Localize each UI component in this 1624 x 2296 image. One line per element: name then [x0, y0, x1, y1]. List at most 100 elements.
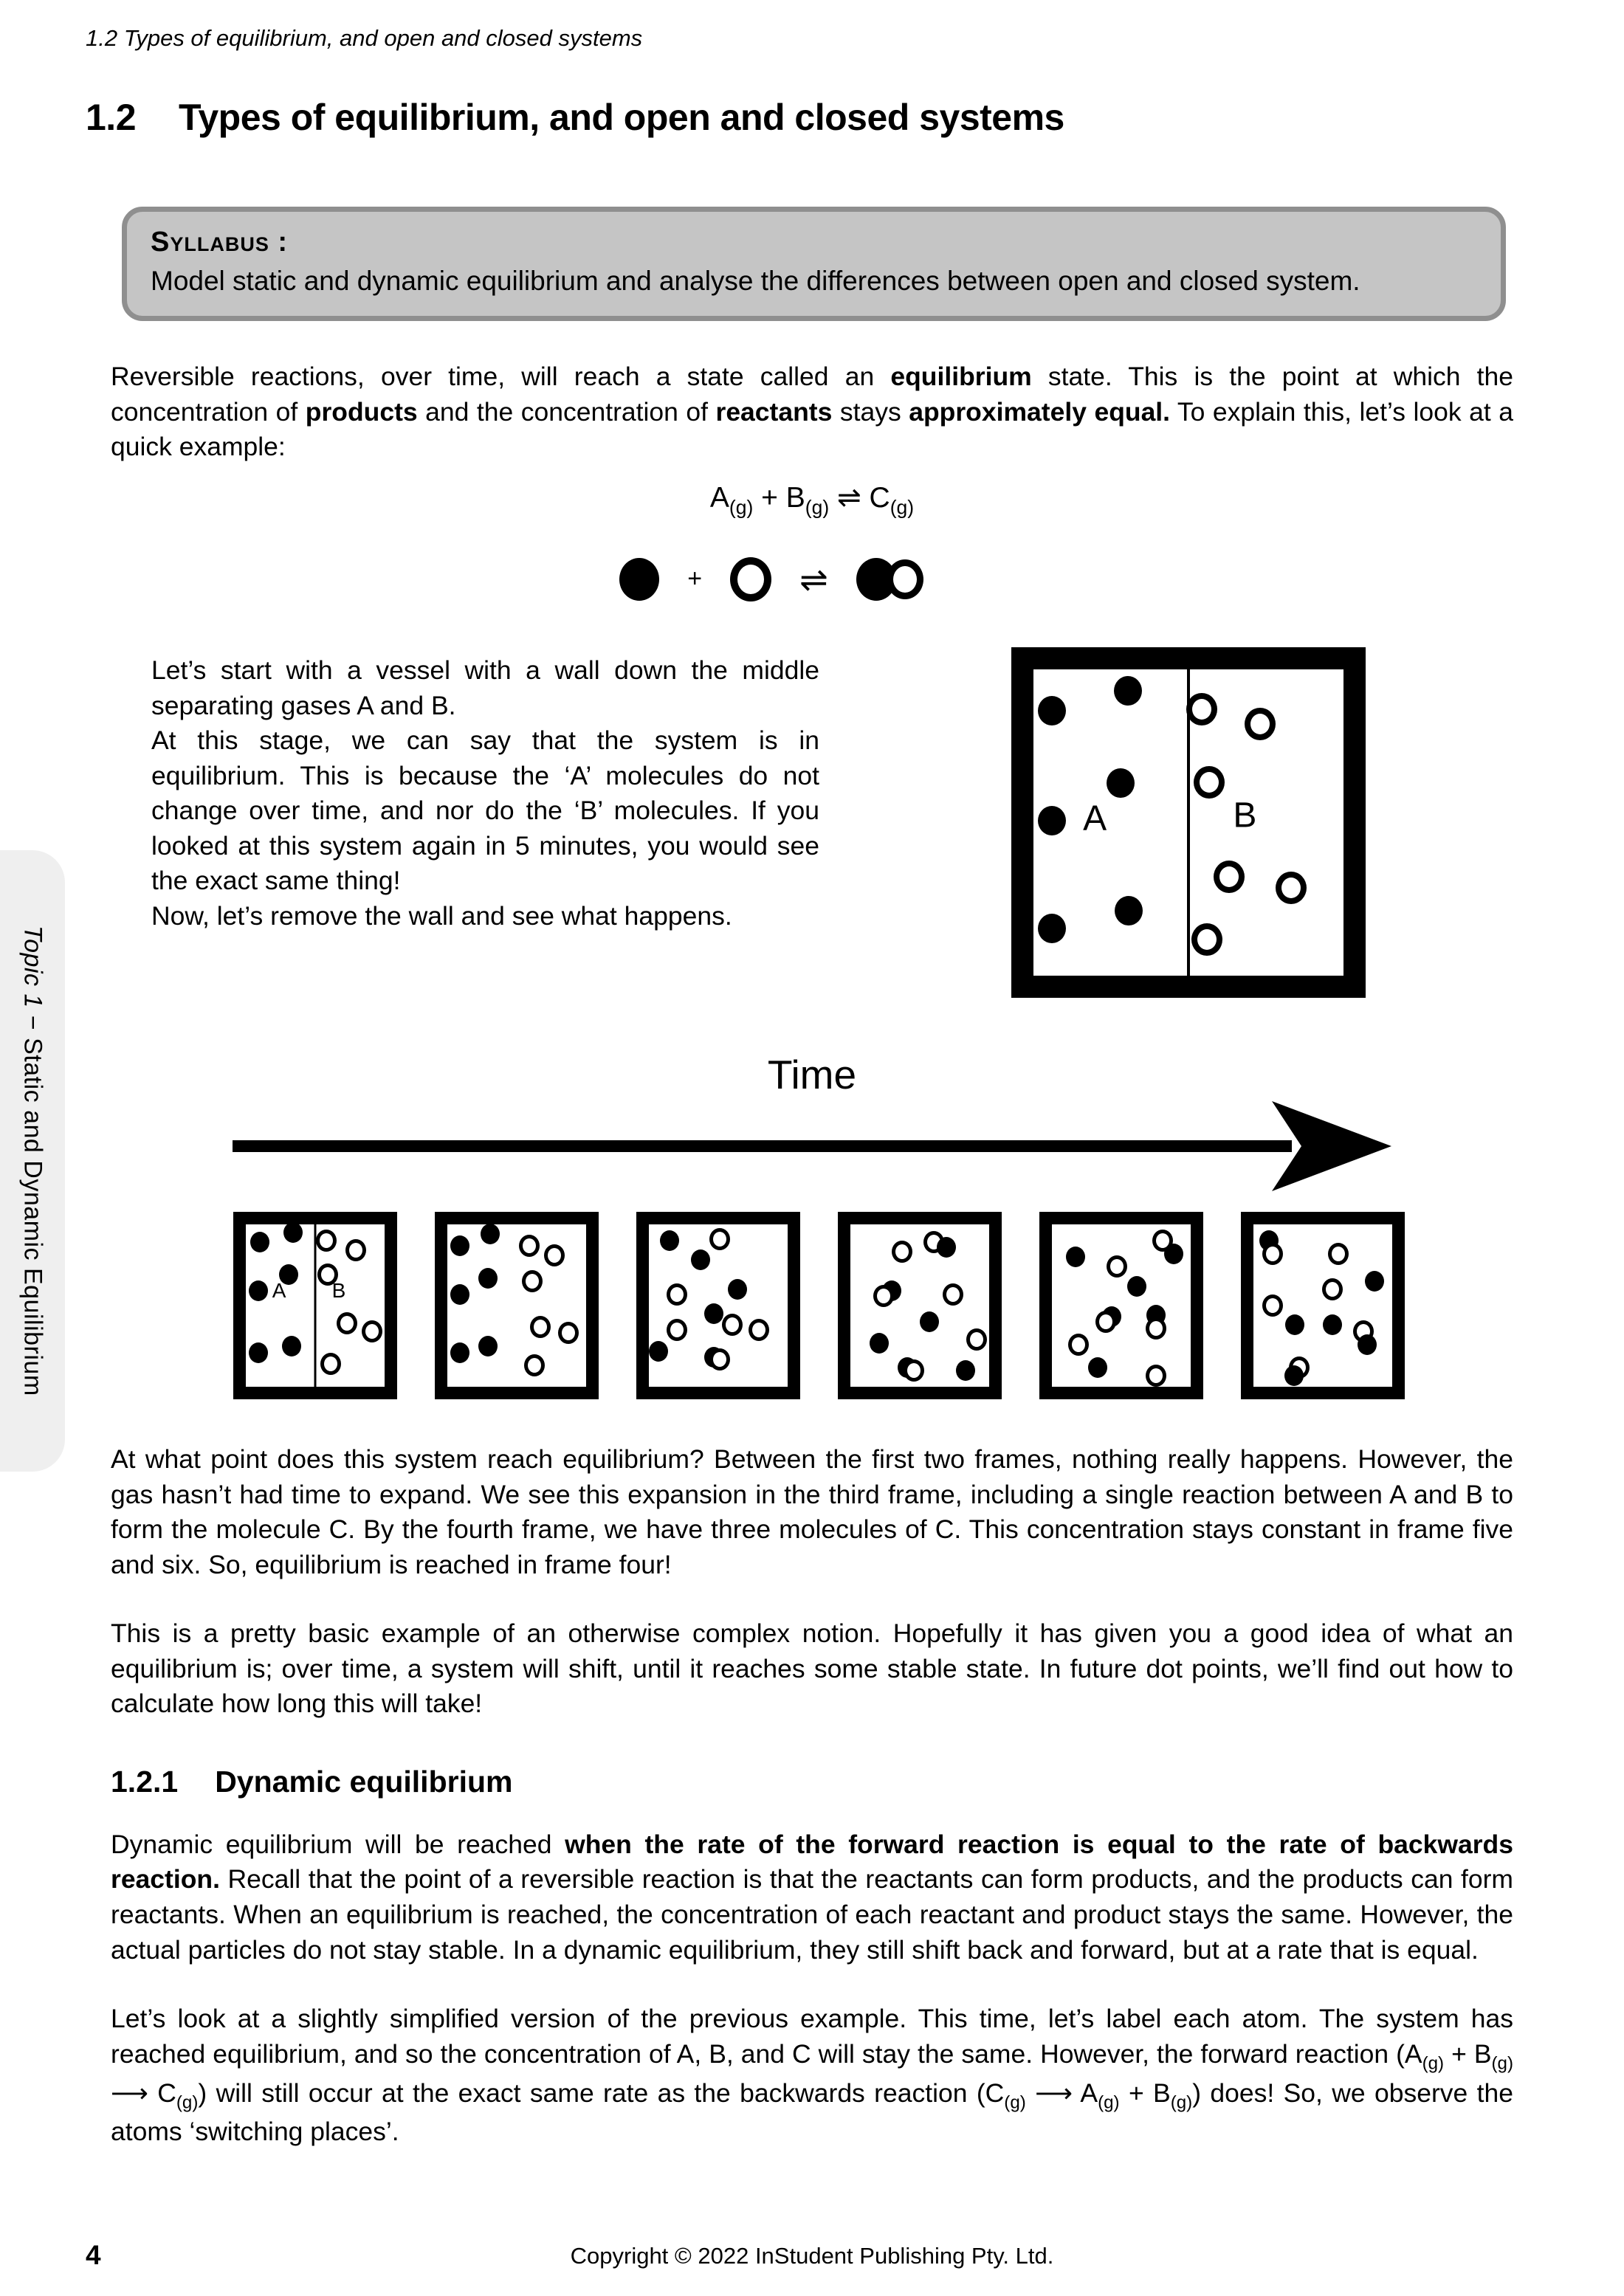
molecule-a-dot	[248, 1280, 268, 1302]
equilibrium-harpoon-icon: ⇌	[799, 559, 828, 599]
molecule-b-dot	[1275, 872, 1307, 905]
molecule-a-dot	[1284, 1365, 1304, 1386]
text-run: Reversible reactions, over time, will re…	[111, 362, 891, 391]
molecule-a-dot	[1113, 675, 1142, 706]
text-run: (g)	[805, 495, 830, 518]
molecule-b-dot	[1322, 1278, 1343, 1300]
molecule-b-dot	[320, 1353, 341, 1376]
molecule-b-dot	[1146, 1317, 1166, 1340]
topic-sidebar-label: Topic 1 − Static and Dynamic Equilibrium	[18, 925, 47, 1396]
molecule-b-dot	[524, 1354, 546, 1377]
subsection-title-text: Dynamic equilibrium	[215, 1764, 513, 1799]
text-run: (g)	[1004, 2092, 1026, 2112]
molecule-a-dot	[1037, 913, 1066, 943]
vessel-interior: A B	[1033, 669, 1343, 976]
text-run: equilibrium	[890, 362, 1032, 391]
molecule-a-dot	[283, 1221, 303, 1243]
text-run: stays	[832, 396, 909, 427]
molecule-a-dot	[481, 1224, 500, 1245]
open-circle-icon	[886, 559, 923, 599]
text-run: +	[753, 481, 786, 514]
open-circle-icon	[730, 556, 772, 601]
time-label: Time	[767, 1051, 857, 1097]
text-run: state. This is the point at which the co…	[111, 362, 1514, 427]
text-run: At what point does this system reach equ…	[111, 1444, 1513, 1579]
molecule-a-dot	[1107, 768, 1135, 798]
text-run: At this stage, we can say that the syste…	[151, 725, 819, 896]
text-run: Let’s look at a slightly simplified vers…	[111, 2004, 1513, 2069]
frame-interior	[1253, 1224, 1392, 1387]
molecule-b-dot	[1327, 1242, 1349, 1265]
text-run: Now, let’s remove the wall and see what …	[151, 900, 732, 931]
text-run: reactants	[715, 396, 833, 427]
molecule-b-dot	[1107, 1255, 1128, 1278]
molecule-a-dot	[728, 1278, 748, 1300]
frame-label-b: B	[331, 1279, 346, 1303]
text-run: (g)	[890, 495, 915, 518]
molecule-b-dot	[1191, 923, 1222, 956]
molecule-a-dot	[1088, 1356, 1108, 1378]
molecule-a-dot	[1164, 1243, 1184, 1264]
molecule-b-dot	[1186, 693, 1217, 726]
molecule-a-dot	[1114, 895, 1143, 925]
text-run: Recall that the point of a reversible re…	[111, 1864, 1513, 1965]
molecule-b-dot	[1213, 861, 1245, 894]
molecule-a-dot	[1037, 696, 1066, 726]
molecule-a-dot	[478, 1335, 498, 1356]
molecule-b-dot	[666, 1283, 687, 1306]
molecule-equation-figure: + ⇌	[0, 556, 1583, 603]
molecule-b-dot	[1245, 708, 1276, 741]
text-run: Dynamic equilibrium will be reached	[111, 1829, 565, 1859]
reaction-equation: A(g) + B(g) ⇌ C(g)	[0, 481, 1624, 519]
molecule-b-dot	[1067, 1333, 1089, 1356]
text-run: To explain this, let’s look at a quick e…	[111, 396, 1513, 462]
frame-interior	[850, 1224, 989, 1387]
equilibrium-frame-3	[636, 1211, 800, 1399]
molecule-b-dot	[721, 1314, 743, 1337]
molecule-b-dot	[943, 1283, 964, 1306]
molecule-b-dot	[337, 1312, 358, 1335]
text-run: Let’s start with a vessel with a wall do…	[151, 655, 819, 720]
text-run: + B	[1444, 2038, 1492, 2069]
vessel-label-b: B	[1233, 796, 1257, 835]
equilibrium-frame-6	[1241, 1211, 1405, 1399]
molecule-b-dot	[1262, 1242, 1284, 1265]
molecule-b-dot	[345, 1239, 366, 1262]
molecule-b-dot	[966, 1328, 988, 1351]
molecule-a-dot	[1358, 1334, 1377, 1355]
molecule-a-dot	[704, 1303, 724, 1324]
text-run: ⟶ C	[111, 2078, 176, 2108]
vessel-paragraph: Now, let’s remove the wall and see what …	[151, 899, 819, 934]
equilibrium-frame-2	[435, 1211, 599, 1399]
molecule-b-dot	[891, 1241, 912, 1264]
molecule-a-dot	[250, 1232, 269, 1253]
text-run: ) will still occur at the exact same rat…	[198, 2078, 1005, 2108]
vessel-label-a: A	[1083, 799, 1107, 838]
molecule-a-dot	[936, 1236, 956, 1258]
molecule-b-dot	[1193, 765, 1225, 799]
molecule-b-dot	[1095, 1310, 1117, 1333]
subsection-number: 1.2.1	[111, 1764, 179, 1799]
molecule-a-dot	[450, 1342, 469, 1363]
time-frames-row: A B	[233, 1211, 1624, 1399]
time-arrow-icon	[233, 1100, 1391, 1191]
molecule-a-dot	[870, 1332, 890, 1354]
text-run: when the rate of the forward reaction is…	[111, 1829, 1513, 1895]
text-run: (g)	[1170, 2092, 1193, 2112]
plus-sign: +	[687, 565, 703, 593]
topic-title: − Static and Dynamic Equilibrium	[18, 1008, 47, 1396]
frame-wall	[314, 1224, 317, 1387]
topic-sidebar-tab: Topic 1 − Static and Dynamic Equilibrium	[0, 850, 65, 1472]
molecule-b-dot	[362, 1320, 383, 1343]
text-run: (g)	[1491, 2053, 1514, 2074]
equilibrium-frame-5	[1039, 1211, 1203, 1399]
text-run: products	[305, 396, 418, 427]
molecule-b-dot	[1146, 1364, 1166, 1387]
molecule-a-dot	[660, 1230, 680, 1251]
text-run: A	[709, 481, 729, 514]
molecule-a-dot	[248, 1342, 268, 1363]
molecule-b-dot	[543, 1244, 565, 1266]
molecule-b-dot	[1262, 1294, 1284, 1317]
molecule-a-dot	[478, 1267, 498, 1289]
